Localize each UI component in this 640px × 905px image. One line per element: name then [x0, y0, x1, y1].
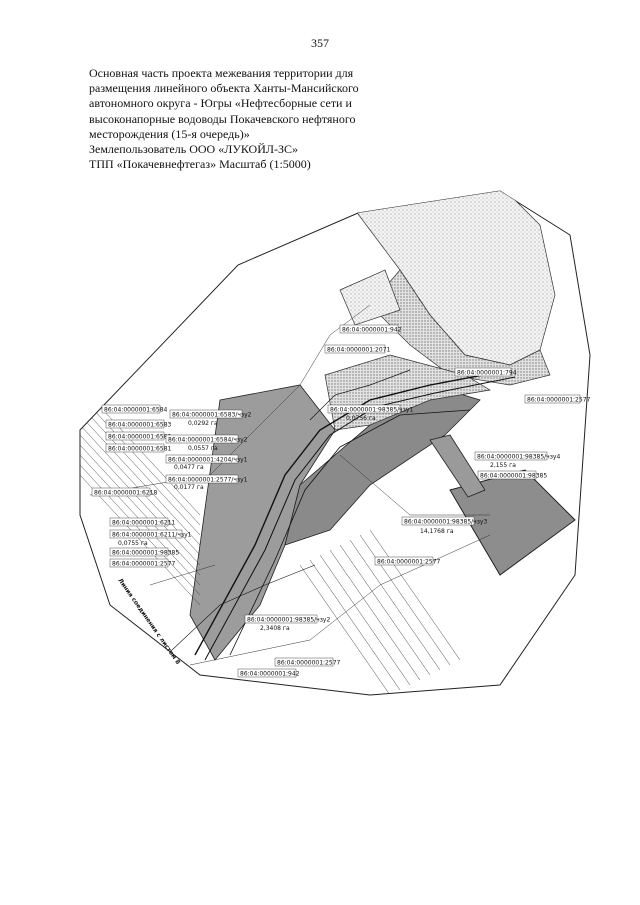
parcel-label: 86:04:0000001:2577 [277, 660, 341, 667]
area-label: 2,3408 га [260, 625, 290, 632]
parcel-label: 86:04:0000001:2577/чзу1 [168, 477, 248, 484]
parcel-label: 86:04:0000001:6211 [112, 520, 176, 527]
parcel-label: 86:04:0000001:98385/чзу4 [477, 454, 560, 461]
parcel-label: 86:04:0000001:4204/чзу1 [168, 457, 248, 464]
parcel-label: 86:04:0000001:6583 [108, 422, 172, 429]
corridor-gray [189, 384, 336, 661]
caption-line: размещения линейного объекта Ханты-Манси… [89, 81, 359, 96]
caption-line: Землепользователь ООО «ЛУКОЙЛ-ЗС» [89, 142, 299, 157]
parcel-label: 86:04:0000001:2071 [327, 347, 391, 354]
parcel-label: 86:04:0000001:98385 [112, 550, 179, 557]
page-number: 357 [311, 36, 329, 50]
parcel-label: 86:04:0000001:794 [457, 370, 517, 377]
parcel-label-group: 86:04:0000001:942 86:04:0000001:2071 86:… [91, 324, 591, 678]
area-label: 2,155 га [490, 462, 516, 469]
area-label: 14,1768 га [420, 528, 454, 535]
boundary-lines [89, 304, 491, 666]
parcel-label: 86:04:0000001:2577 [377, 559, 441, 566]
area-label: 0,0477 га [174, 464, 204, 471]
parcel-label: 86:04:0000001:2577 [527, 397, 591, 404]
parcel-label: 86:04:0000001:6583/чзу2 [172, 412, 252, 419]
map-drawing: 86:04:0000001:942 86:04:0000001:2071 86:… [79, 190, 591, 696]
parcel-label: 86:04:0000001:98385/чзу1 [330, 407, 413, 414]
parcel-label: 86:04:0000001:6582 [108, 434, 172, 441]
area-label: 0,0292 га [188, 420, 218, 427]
caption-line: ТПП «Покачевнефтегаз» Масштаб (1:5000) [89, 157, 311, 172]
parcel-label: 86:04:0000001:98385/чзу2 [247, 617, 330, 624]
parcel-label: 86:04:0000001:98385 [480, 473, 547, 480]
parcel-dotted-small [339, 269, 401, 326]
parcel-label: 86:04:0000001:6581 [108, 446, 172, 453]
pad-connector [429, 434, 486, 498]
parcel-label: 86:04:0000001:98385/чзу3 [404, 519, 487, 526]
area-label: 0,0557 га [188, 445, 218, 452]
hatch-lines-bottom [299, 529, 461, 695]
parcel-label: 86:04:0000001:6211/чзу1 [112, 532, 192, 539]
pipeline-lines [139, 369, 516, 681]
parcel-label: 86:04:0000001:6584 [104, 407, 168, 414]
parcel-label: 86:04:0000001:6218 [94, 490, 158, 497]
parcel-label: 86:04:0000001:942 [342, 327, 402, 334]
caption: Основная часть проекта межевания террито… [89, 66, 389, 172]
survey-map: 86:04:0000001:942 86:04:0000001:2071 86:… [70, 185, 600, 705]
parcel-label: 86:04:0000001:6584/чзу2 [168, 437, 248, 444]
parcel-label: 86:04:0000001:2577 [112, 561, 176, 568]
caption-line: Основная часть проекта межевания террито… [89, 66, 354, 80]
area-label: 0,0755 га [118, 540, 148, 547]
caption-line: месторождения (15-я очередь)» [89, 126, 250, 141]
area-label: 0,0177 га [174, 484, 204, 491]
caption-line: автономного округа - Югры «Нефтесборные … [89, 96, 352, 111]
caption-line: высоконапорные водоводы Покачевского неф… [89, 111, 356, 126]
area-label: 0,0756 га [346, 415, 376, 422]
parcel-label: 86:04:0000001:942 [240, 671, 300, 678]
